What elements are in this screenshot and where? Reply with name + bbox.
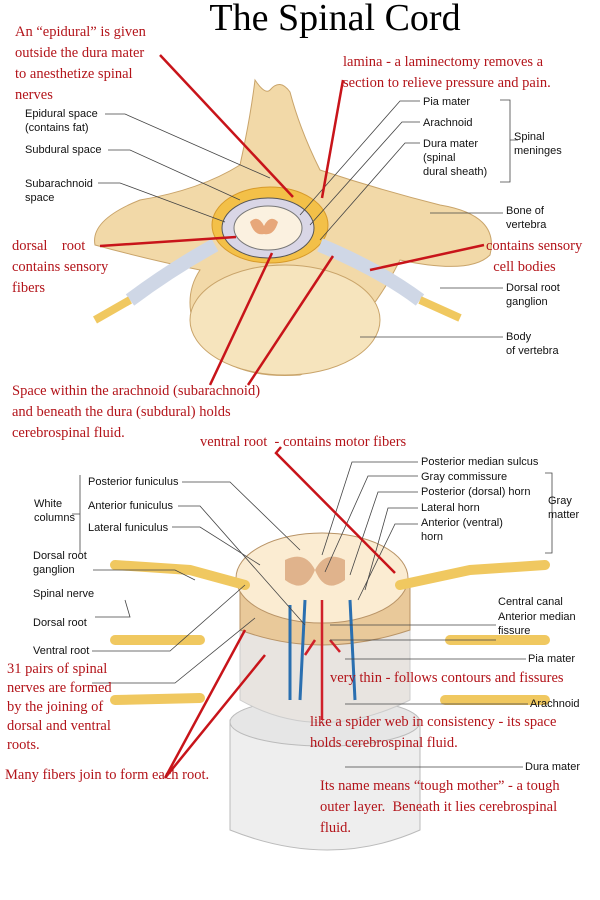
label-bone-of-vertebra: Bone of vertebra <box>506 205 547 231</box>
label-white-columns: White columns <box>34 498 75 524</box>
label-lateral-funiculus: Lateral funiculus <box>88 522 169 534</box>
label-subdural-space: Subdural space <box>25 144 102 156</box>
label-leader-lines <box>72 99 553 768</box>
label-dorsal-root-ganglion-bottom: Dorsal root ganglion <box>33 550 87 576</box>
label-dorsal-root-ganglion-top: Dorsal root ganglion <box>506 282 560 308</box>
label-anterior-horn: Anterior (ventral) horn <box>421 517 503 543</box>
label-body-of-vertebra: Body of vertebra <box>506 331 559 357</box>
label-ventral-root: Ventral root <box>33 645 90 657</box>
annotation-ventral-root: ventral root - contains motor fibers <box>200 434 407 450</box>
label-spinal-nerve: Spinal nerve <box>33 588 95 600</box>
annotation-dorsal-root: dorsal root contains sensory fibers <box>12 238 109 296</box>
annotation-lamina: lamina - a laminectomy removes a section… <box>343 54 551 91</box>
label-central-canal: Central canal <box>498 596 563 608</box>
label-arachnoid-top: Arachnoid <box>423 117 473 129</box>
label-gray-commissure: Gray commissure <box>421 471 508 483</box>
label-subarachnoid-space: Subarachnoid space <box>25 178 93 204</box>
annotation-subarachnoid: Space within the arachnoid (subarachnoid… <box>12 383 261 441</box>
annotation-arachnoid: like a spider web in consistency - its s… <box>310 714 557 751</box>
label-posterior-funiculus: Posterior funiculus <box>88 476 179 488</box>
label-gray-matter: Gray matter <box>548 495 580 521</box>
annotation-dura-mater: Its name means “tough mother” - a tough … <box>320 778 560 836</box>
label-arachnoid-bottom: Arachnoid <box>530 698 580 710</box>
label-pia-mater-top: Pia mater <box>423 96 471 108</box>
vertebra-cross-section <box>93 78 492 377</box>
label-dorsal-root: Dorsal root <box>33 617 87 629</box>
label-dura-mater-bottom: Dura mater <box>525 761 581 773</box>
annotation-31-pairs: 31 pairs of spinal nerves are formed by … <box>7 661 112 753</box>
label-pia-mater-bottom: Pia mater <box>528 653 576 665</box>
label-dura-mater-top: Dura mater (spinal dural sheath) <box>423 138 488 178</box>
label-epidural-space: Epidural space (contains fat) <box>25 108 98 134</box>
label-lateral-horn: Lateral horn <box>421 502 480 514</box>
label-anterior-funiculus: Anterior funiculus <box>88 500 173 512</box>
label-posterior-horn: Posterior (dorsal) horn <box>421 486 531 498</box>
annotation-pia-mater: very thin - follows contours and fissure… <box>330 670 564 686</box>
annotation-pointer-lines <box>99 54 485 779</box>
label-spinal-meninges: Spinal meninges <box>514 131 562 157</box>
label-posterior-median-sulcus: Posterior median sulcus <box>421 456 539 468</box>
annotation-many-fibers: Many fibers join to form each root. <box>5 767 210 783</box>
label-anterior-median-fissure: Anterior median fissure <box>498 611 576 637</box>
annotation-sensory-cell-bodies: contains sensory cell bodies <box>486 238 583 275</box>
annotation-epidural: An “epidural” is given outside the dura … <box>15 24 146 103</box>
page-title: The Spinal Cord <box>209 0 461 39</box>
